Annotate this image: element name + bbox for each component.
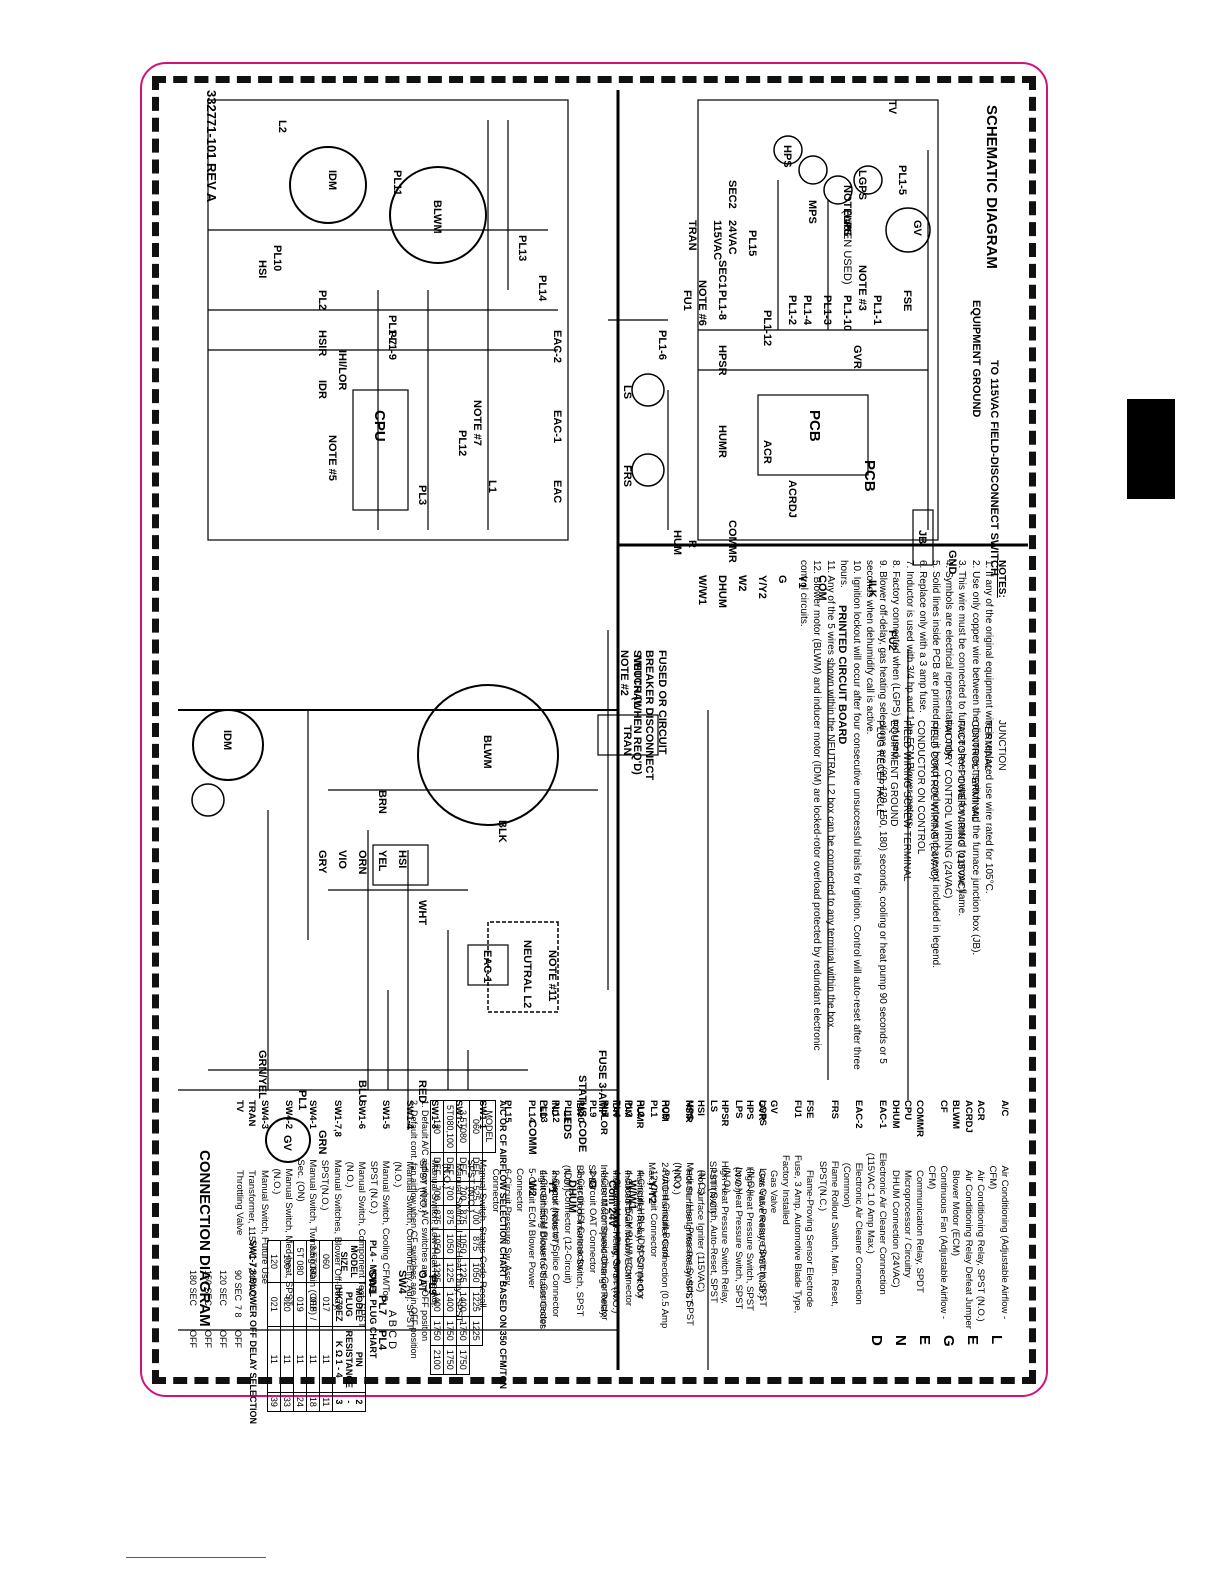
hsi-box: [372, 844, 429, 886]
schematic-upper-box: [207, 99, 569, 541]
neutral-l2-box: [487, 921, 559, 1013]
pcb-cpu-box: [757, 394, 869, 476]
gv-connection: [265, 1117, 311, 1163]
dashed-border: [152, 76, 1036, 1384]
blwm-motor-connection: [417, 684, 559, 826]
frs-switch: [631, 453, 665, 487]
wiring-diagram: [178, 90, 1028, 1370]
idm-motor-schematic: [289, 146, 367, 224]
wiring-lines: [178, 90, 1028, 1370]
footer-link-line: [126, 1557, 266, 1558]
schematic-pcb-box: [697, 99, 939, 541]
tran-box: [597, 714, 659, 756]
jb-box: [912, 509, 934, 566]
idm-motor-connection: [192, 709, 264, 781]
blwm-motor-schematic: [389, 166, 487, 264]
page-frame: [140, 62, 1048, 1397]
ls-switch: [631, 373, 665, 407]
gv-schematic: [885, 207, 931, 253]
section-tab: [1127, 399, 1175, 499]
cpu-box-schematic: [352, 389, 409, 511]
